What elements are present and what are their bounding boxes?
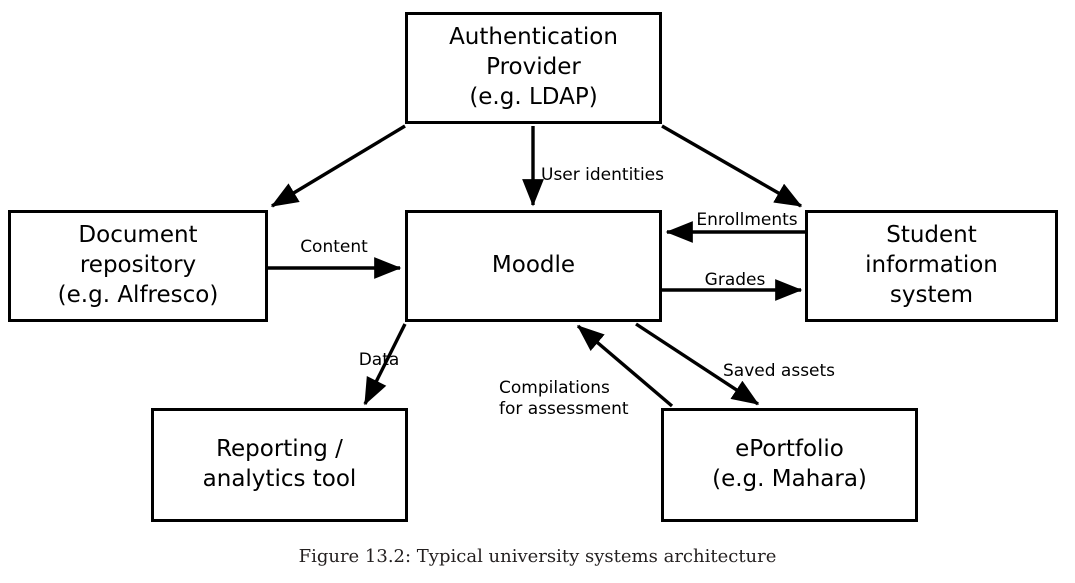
connector-auth-to-student-information-system [661,124,803,208]
edge-label-compilations-for-assessment: Compilations for assessment [499,378,629,420]
edge-label-content: Content [300,237,368,257]
node-eportfolio[interactable]: ePortfolio (e.g. Mahara) [661,408,918,522]
node-authentication-provider[interactable]: Authentication Provider (e.g. LDAP) [405,12,662,124]
node-label-student-information-system: Student information system [865,222,998,308]
node-document-repository[interactable]: Document repository (e.g. Alfresco) [8,210,268,322]
connector-auth-to-document-repository [270,124,406,208]
connector-moodle-to-reporting [363,323,407,406]
node-label-authentication-provider: Authentication Provider (e.g. LDAP) [449,24,618,110]
connector-eportfolio-to-moodle [576,324,674,408]
edge-label-grades: Grades [704,270,766,290]
edge-label-data: Data [358,350,400,370]
node-reporting-analytics-tool[interactable]: Reporting / analytics tool [151,408,408,522]
node-label-moodle: Moodle [491,252,576,279]
node-student-information-system[interactable]: Student information system [805,210,1058,322]
node-label-eportfolio: ePortfolio (e.g. Mahara) [712,436,867,492]
node-label-document-repository: Document repository (e.g. Alfresco) [57,222,219,308]
edge-label-user-identities: User identities [541,165,664,185]
edge-label-saved-assets: Saved assets [723,361,836,381]
edge-label-enrollments: Enrollments [696,210,798,230]
figure-caption: Figure 13.2: Typical university systems … [298,546,777,567]
node-moodle[interactable]: Moodle [405,210,662,322]
node-label-reporting-analytics-tool: Reporting / analytics tool [202,436,357,492]
connector-moodle-to-eportfolio [635,322,760,406]
